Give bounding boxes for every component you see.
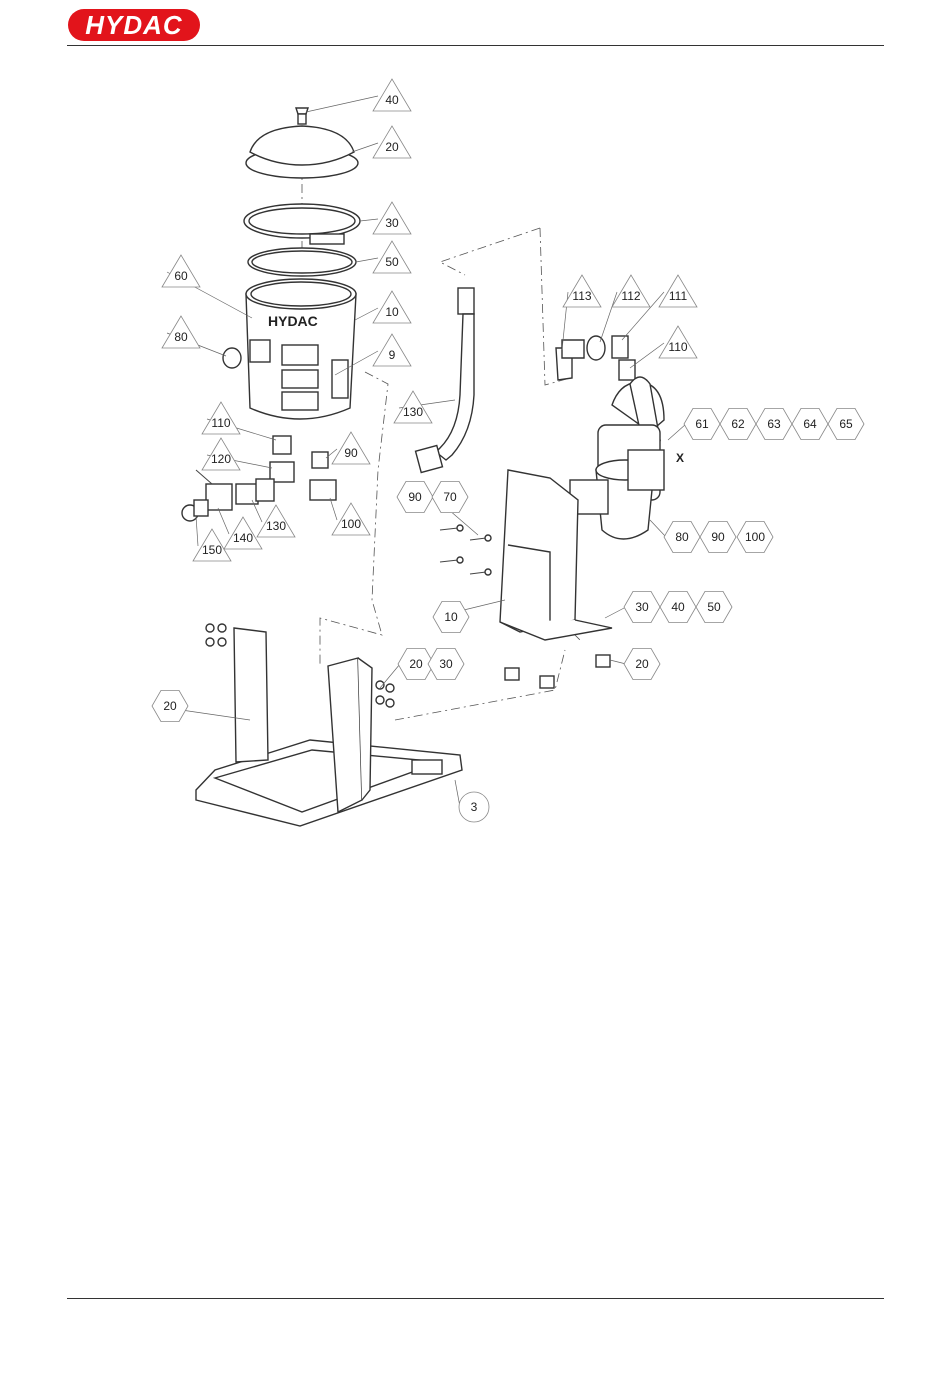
- leader-line-112: [600, 292, 617, 342]
- callout-40: 40: [373, 79, 411, 111]
- callout-number: 3: [471, 800, 478, 814]
- callout-150: 150: [193, 529, 231, 561]
- leader-line-40: [306, 96, 378, 112]
- tank-logo-text: HYDAC: [268, 313, 318, 329]
- callout-110: 110: [202, 402, 240, 434]
- callout-number: 130: [403, 405, 423, 419]
- callout-90: 90: [700, 521, 736, 552]
- leader-line-110: [630, 343, 664, 368]
- callout-number: 20: [409, 657, 423, 671]
- callout-number: 80: [675, 530, 689, 544]
- callout-3: 3: [459, 792, 489, 822]
- callout-80: 80: [162, 316, 200, 348]
- callout-number: 64: [803, 417, 817, 431]
- callout-30: 30: [428, 648, 464, 679]
- callout-112: 112: [612, 275, 650, 307]
- callout-number: 140: [233, 531, 253, 545]
- callout-number: 150: [202, 543, 222, 557]
- leader-line-150: [196, 516, 198, 546]
- callout-40: 40: [660, 591, 696, 622]
- callout-62: 62: [720, 408, 756, 439]
- callout-number: 40: [385, 93, 399, 107]
- callout-number: 20: [635, 657, 649, 671]
- callout-number: 61: [695, 417, 709, 431]
- leader-line-100: [330, 498, 337, 520]
- callout-113: 113: [563, 275, 601, 307]
- callout-90: 90: [332, 432, 370, 464]
- callout-64: 64: [792, 408, 828, 439]
- callout-80: 80: [664, 521, 700, 552]
- callout-20: 20: [373, 126, 411, 158]
- callout-10: 10: [433, 601, 469, 632]
- callout-number: 20: [163, 699, 177, 713]
- callout-number: 113: [572, 289, 591, 303]
- callout-130: 130: [394, 391, 432, 423]
- callout-9: 9: [373, 334, 411, 366]
- leader-line-20: [610, 660, 626, 664]
- callout-number: 10: [385, 305, 399, 319]
- callout-number: 90: [711, 530, 725, 544]
- callout-number: 63: [767, 417, 781, 431]
- callout-number: 50: [385, 255, 399, 269]
- callout-number: 110: [668, 340, 687, 354]
- callout-100: 100: [737, 521, 773, 552]
- callout-number: 30: [635, 600, 649, 614]
- leader-line-140: [218, 508, 229, 534]
- callout-number: 80: [174, 330, 188, 344]
- leader-line-10: [355, 308, 378, 320]
- callout-10: 10: [373, 291, 411, 323]
- callout-number: 40: [671, 600, 685, 614]
- callout-number: 65: [839, 417, 853, 431]
- callout-number: 100: [341, 517, 361, 531]
- callout-20: 20: [624, 648, 660, 679]
- hose-130: [416, 288, 474, 472]
- callout-20: 20: [152, 690, 188, 721]
- leader-line-50: [356, 258, 378, 262]
- callout-65: 65: [828, 408, 864, 439]
- leader-line-30: [360, 219, 378, 221]
- callout-number: 20: [385, 140, 399, 154]
- callout-number: 62: [731, 417, 745, 431]
- callout-120: 120: [202, 438, 240, 470]
- callout-30: 30: [624, 591, 660, 622]
- callout-number: 70: [443, 490, 457, 504]
- callout-30: 30: [373, 202, 411, 234]
- callout-number: 111: [669, 289, 688, 303]
- callout-60: 60: [162, 255, 200, 287]
- callout-number: 50: [707, 600, 721, 614]
- callout-number: 120: [211, 452, 231, 466]
- callout-number: 130: [266, 519, 286, 533]
- callout-70: 70: [432, 481, 468, 512]
- callout-50: 50: [696, 591, 732, 622]
- callout-111: 111: [659, 275, 697, 307]
- callout-number: 10: [444, 610, 458, 624]
- callout-number: 100: [745, 530, 765, 544]
- callout-90: 90: [397, 481, 433, 512]
- callout-number: 60: [174, 269, 188, 283]
- leader-line-80: [650, 520, 666, 537]
- callout-50: 50: [373, 241, 411, 273]
- callout-number: 112: [621, 289, 640, 303]
- callout-number: 110: [211, 416, 230, 430]
- callout-number: 90: [408, 490, 422, 504]
- callout-140: 140: [224, 517, 262, 549]
- motor-marker-x: X: [676, 451, 684, 465]
- leader-line-30: [605, 607, 626, 618]
- callout-number: 30: [385, 216, 399, 230]
- leader-line-61: [668, 424, 686, 440]
- callout-number: 9: [389, 348, 396, 362]
- callout-number: 90: [344, 446, 358, 460]
- callout-130: 130: [257, 505, 295, 537]
- leader-line-20: [352, 143, 378, 152]
- callout-61: 61: [684, 408, 720, 439]
- callout-63: 63: [756, 408, 792, 439]
- callout-110: 110: [659, 326, 697, 358]
- callout-100: 100: [332, 503, 370, 535]
- callout-number: 30: [439, 657, 453, 671]
